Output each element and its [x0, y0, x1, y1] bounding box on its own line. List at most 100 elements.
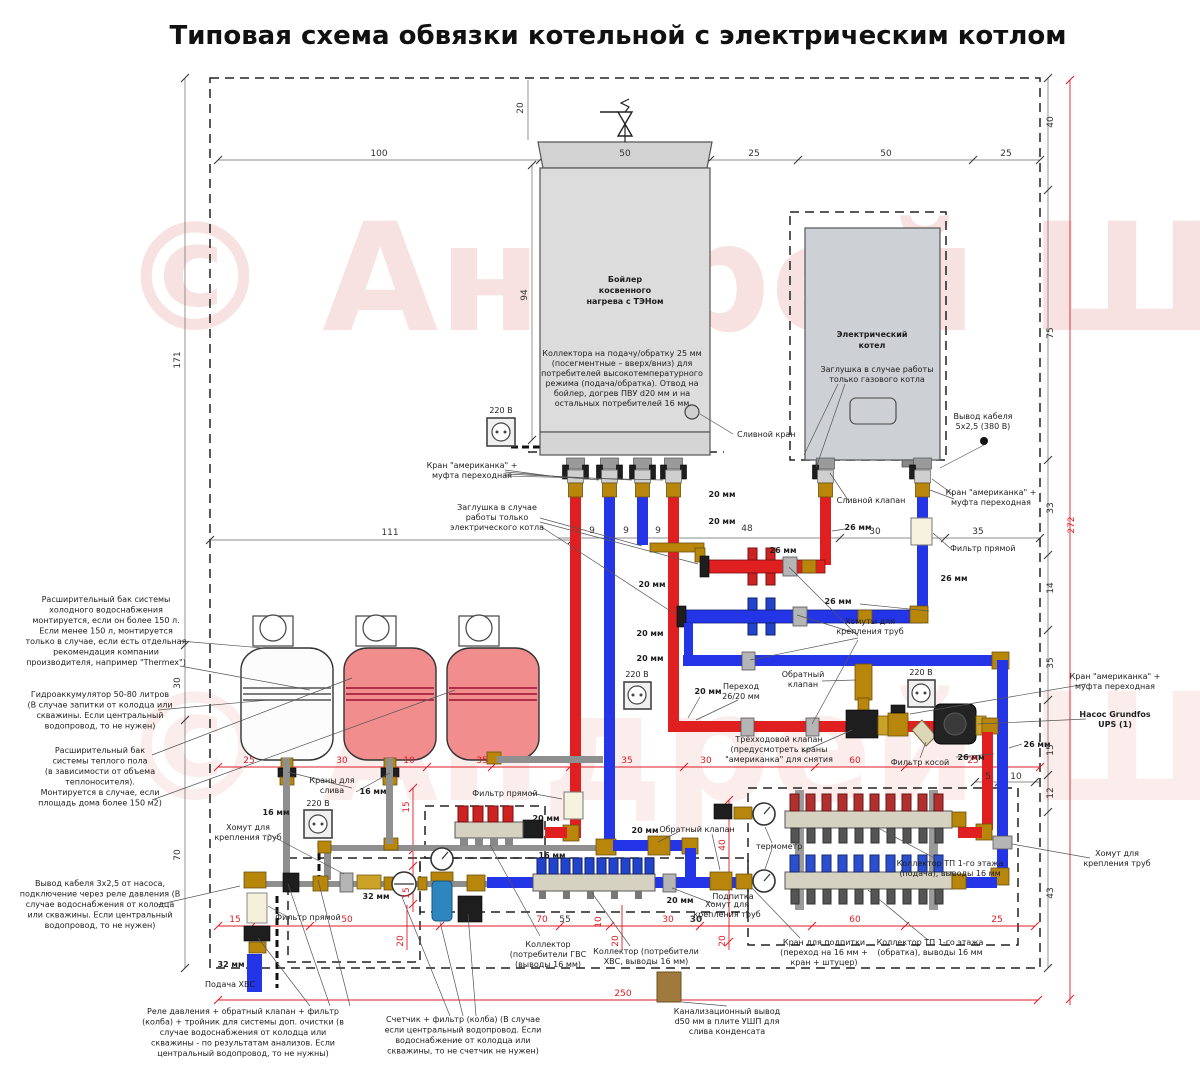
label-cable-pump: Вывод кабеля 3х2,5 от насоса,подключение… [20, 879, 180, 930]
label-hydroaccumulator: Гидроаккумулятор 50-80 литров(В случае з… [27, 690, 172, 731]
dim-70: 70 [173, 849, 183, 861]
check-valve [647, 835, 671, 856]
manifold-plug [676, 605, 687, 628]
pipe-hot [570, 497, 581, 838]
dim-60: 60 [849, 915, 861, 925]
dim-20: 20 [396, 935, 406, 947]
dim-30: 30 [700, 756, 712, 766]
label-thermometer: термометр [756, 842, 802, 851]
size-26mm: 26 мм [1024, 740, 1051, 749]
dim-10: 10 [594, 916, 604, 928]
pipe-cold [637, 497, 648, 545]
label-pressure-relay: Реле давления + обратный клапан + фильтр… [142, 1007, 344, 1058]
dim-5: 5 [985, 772, 991, 782]
dim-20: 20 [516, 102, 526, 114]
dimension-numbers-red: 25 30 10 35 35 30 60 25 15 50 70 10 30 6… [229, 516, 1077, 999]
label-drain-tap: Сливной кран [737, 430, 796, 439]
dim-20: 20 [718, 935, 728, 947]
dim-25: 25 [1000, 149, 1011, 159]
hvs-collector [532, 857, 656, 899]
label-220v: 220 В [306, 799, 329, 808]
dim-9: 9 [655, 526, 661, 536]
dim-272: 272 [1067, 516, 1077, 533]
label-filter-straight-elec: Фильтр прямой [950, 544, 1015, 553]
outlet-220v [486, 417, 516, 447]
outlets [303, 417, 936, 839]
size-26mm: 26 мм [825, 597, 852, 606]
dim-111: 111 [381, 528, 398, 538]
sewer-outlet [656, 971, 682, 1003]
label-220v: 220 В [909, 668, 932, 677]
pipe-cold [917, 497, 928, 613]
dim-25: 25 [748, 149, 759, 159]
label-check-valve-bottom: Обратный клапан [659, 825, 734, 834]
dim-60: 60 [849, 756, 861, 766]
size-26mm: 26 мм [941, 574, 968, 583]
label-coll-gvs: Коллектор(потребители ГВС(выводы 16 мм) [510, 940, 587, 969]
dim-30: 30 [690, 915, 703, 925]
size-26mm: 26 мм [958, 753, 985, 762]
dim-30: 30 [336, 756, 348, 766]
dim-33: 33 [1046, 502, 1056, 513]
dim-30: 30 [869, 527, 881, 537]
dim-25: 25 [991, 915, 1002, 925]
label-union-left: Кран "американка" +муфта переходная [427, 461, 518, 480]
size-20mm: 20 мм [632, 826, 659, 835]
dim-35: 35 [1046, 657, 1056, 668]
pipe-cold [604, 497, 615, 848]
dim-35: 35 [476, 756, 487, 766]
pipes [243, 497, 1013, 992]
dim-75: 75 [1046, 327, 1056, 338]
dim-10: 10 [1010, 772, 1022, 782]
dim-15: 15 [402, 801, 412, 812]
dim-50: 50 [880, 149, 892, 159]
label-union-right: Кран "американка" +муфта переходная [946, 488, 1037, 507]
extra-filter [457, 895, 483, 923]
pipe-size-labels: 20 мм 20 мм 20 мм 20 мм 20 мм 20 мм 20 м… [218, 490, 1051, 969]
size-20mm: 20 мм [637, 654, 664, 663]
dim-43: 43 [1046, 887, 1056, 898]
label-filter-straight-tanks: Фильтр прямой [472, 789, 537, 798]
pipe-hot [820, 497, 831, 565]
size-32mm: 32 мм [218, 960, 245, 969]
size-20mm: 20 мм [637, 629, 664, 638]
dim-35: 35 [621, 756, 632, 766]
dim-12: 12 [1046, 787, 1056, 798]
manifold-plug [699, 555, 710, 578]
electric-boiler [804, 227, 988, 469]
gvs-collector [454, 805, 524, 846]
label-filter-straight-inlet: Фильтр прямой [275, 913, 340, 922]
pump-station-zone [287, 857, 421, 963]
dim-50: 50 [341, 915, 353, 925]
straight-filter [246, 892, 268, 924]
dim-48: 48 [741, 524, 753, 534]
pipe-hot [668, 497, 679, 727]
size-26mm: 26 мм [845, 523, 872, 532]
check-valve [709, 871, 733, 891]
label-makeup: Подпитка [712, 892, 753, 901]
straight-filter [910, 517, 933, 546]
outlet-220v [907, 679, 936, 708]
pipe-cold [683, 655, 1000, 666]
label-union-pump: Кран "американка" +муфта переходная [1070, 672, 1161, 691]
dim-30: 30 [662, 915, 674, 925]
label-coll-tp-supply: Коллектор ТП 1-го этажа(подача), выводы … [897, 859, 1004, 878]
outlet-220v [623, 681, 652, 710]
page-title: Типовая схема обвязки котельной с электр… [169, 21, 1066, 51]
union-stacks [562, 457, 932, 498]
pipe-16mm [325, 845, 602, 851]
